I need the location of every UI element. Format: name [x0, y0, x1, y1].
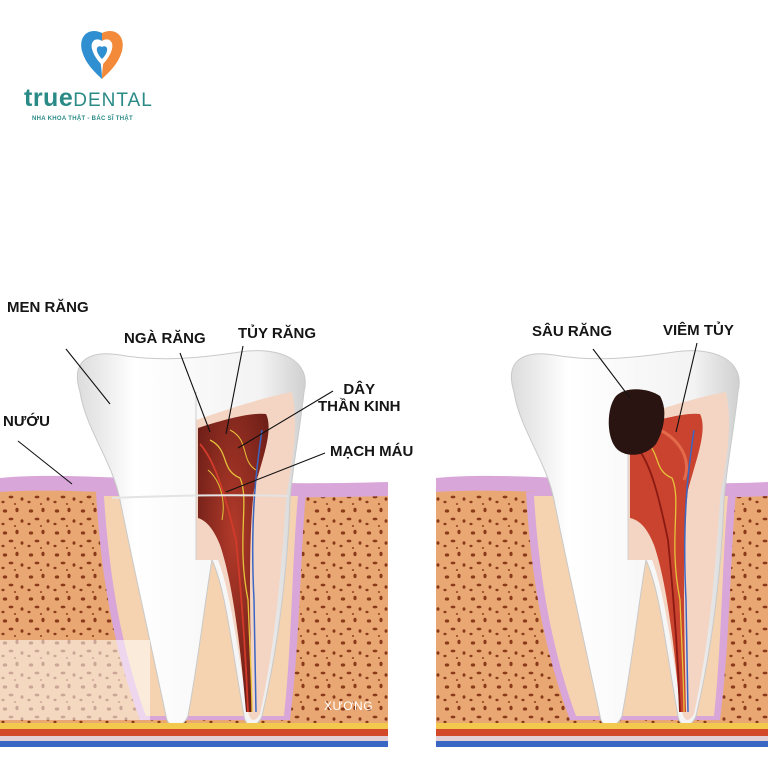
leader-lines: [17, 342, 698, 493]
decay-spot: [608, 389, 665, 455]
brand-tagline: NHA KHOA THẬT - BÁC SĨ THẬT: [32, 116, 133, 122]
healthy-tooth-panel: [0, 350, 388, 747]
brand-part2: DENTAL: [73, 90, 153, 111]
label-pulp: TỦY RĂNG: [238, 325, 317, 342]
brand-name: trueDENTAL: [24, 84, 153, 113]
label-pulpitis: VIÊM TỦY: [663, 322, 734, 339]
label-gum: NƯỚU: [3, 413, 50, 430]
truedental-logo: [20, 25, 190, 135]
label-nerve-line2: THẦN KINH: [318, 398, 401, 415]
brand-part1: true: [24, 84, 74, 112]
tooth-heart-logo-icon: [81, 31, 123, 79]
label-bone: XƯƠNG: [324, 699, 374, 713]
label-nerve-line1: DÂY: [343, 381, 376, 398]
label-nerve: DÂY THẦN KINH: [318, 381, 401, 415]
label-enamel: MEN RĂNG: [7, 299, 89, 316]
label-decay: SÂU RĂNG: [532, 323, 613, 340]
label-blood-vessel: MẠCH MÁU: [330, 443, 414, 460]
label-dentin: NGÀ RĂNG: [124, 330, 206, 347]
decayed-tooth-panel: [436, 350, 768, 747]
